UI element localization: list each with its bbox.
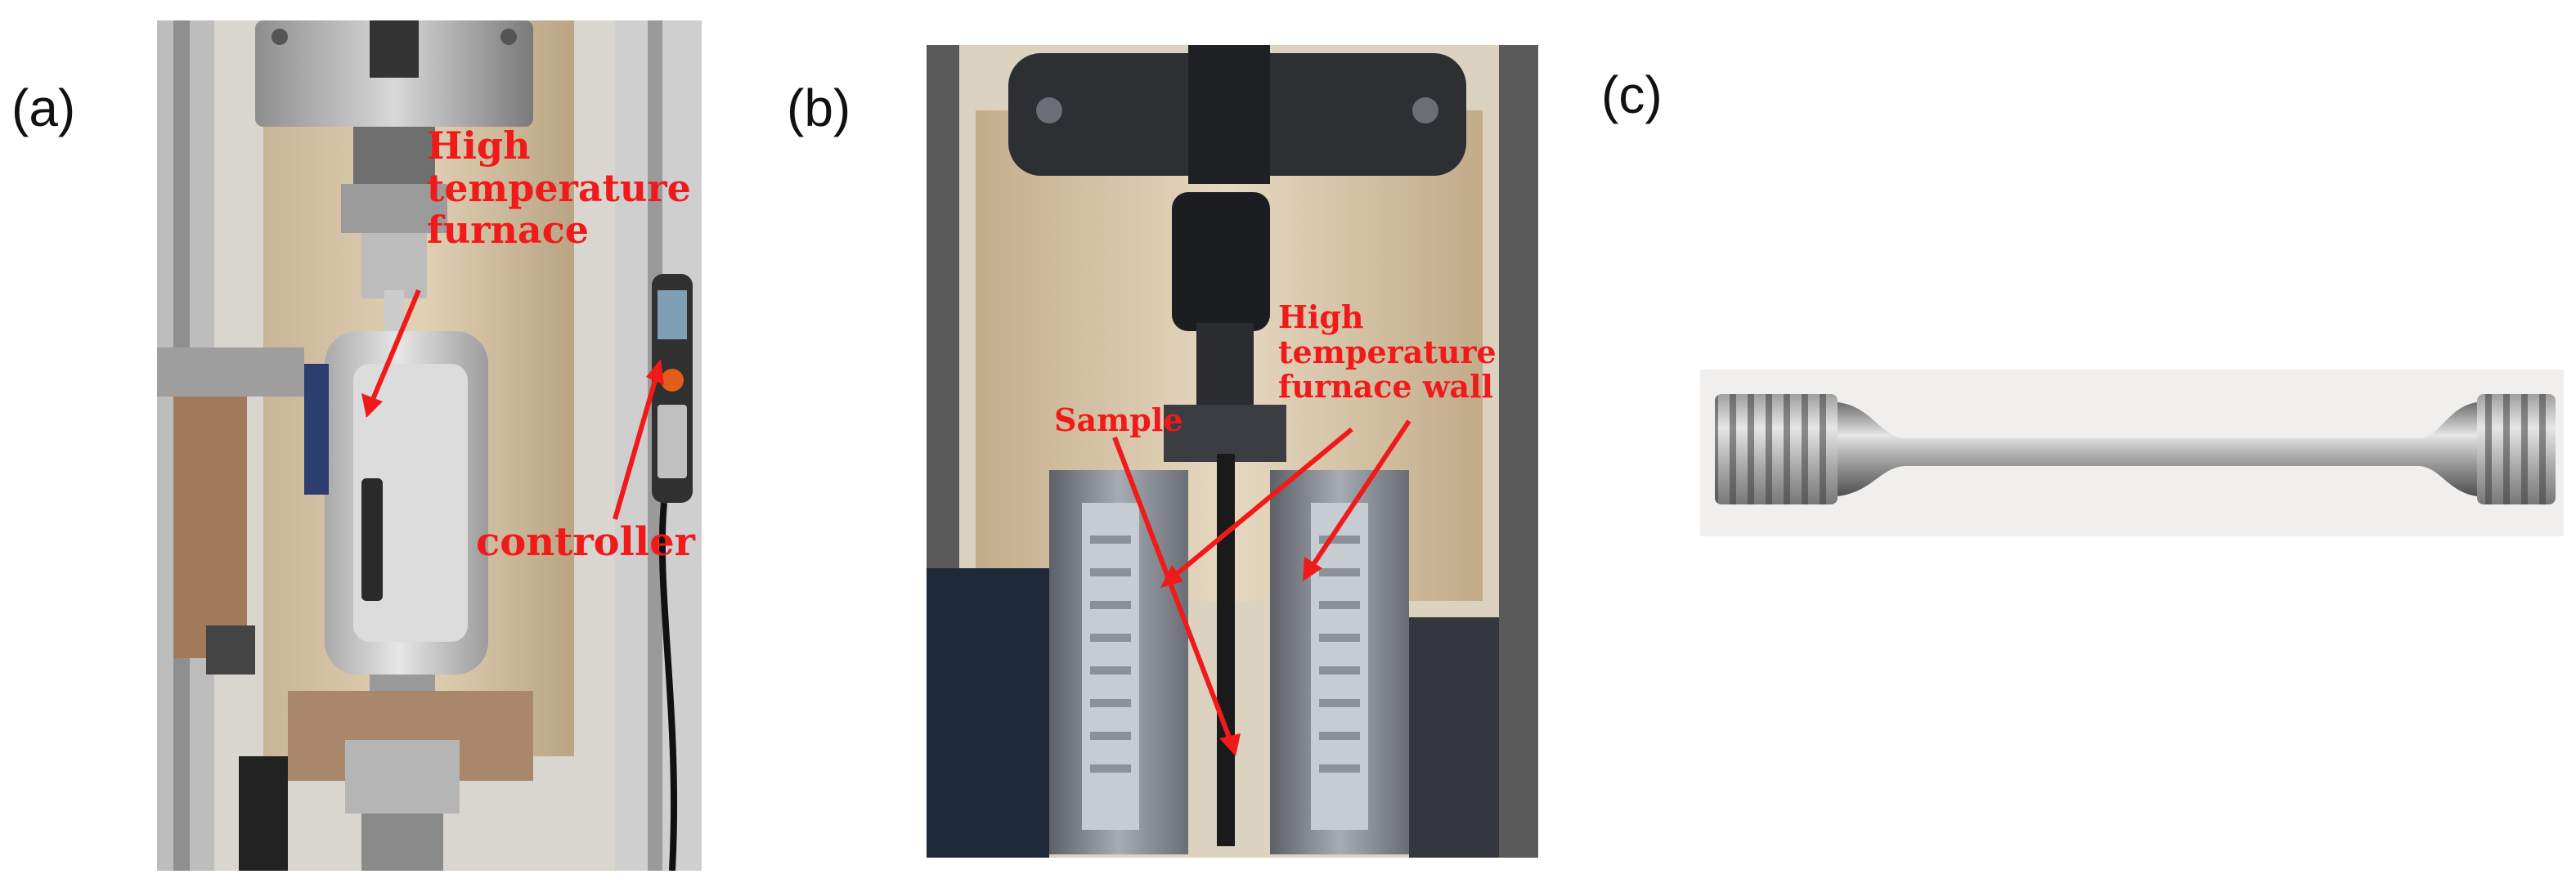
photo-testing-machine: High temperature furnace controller xyxy=(157,20,702,871)
panel-label-a: (a) xyxy=(11,78,76,137)
specimen-illustration xyxy=(1700,370,2564,536)
photo-furnace-open: High temperature furnace wall Sample xyxy=(927,45,1538,858)
open-furnace-illustration xyxy=(927,45,1538,858)
panel-label-b: (b) xyxy=(787,78,851,137)
panel-label-c: (c) xyxy=(1601,65,1663,124)
annotation-controller: controller xyxy=(476,519,695,565)
testing-machine-illustration xyxy=(157,20,702,871)
annotation-sample: Sample xyxy=(1054,401,1183,438)
annotation-furnace: High temperature furnace xyxy=(427,123,691,253)
annotation-furnace-wall: High temperature furnace wall xyxy=(1278,298,1497,406)
photo-specimen xyxy=(1700,370,2564,536)
